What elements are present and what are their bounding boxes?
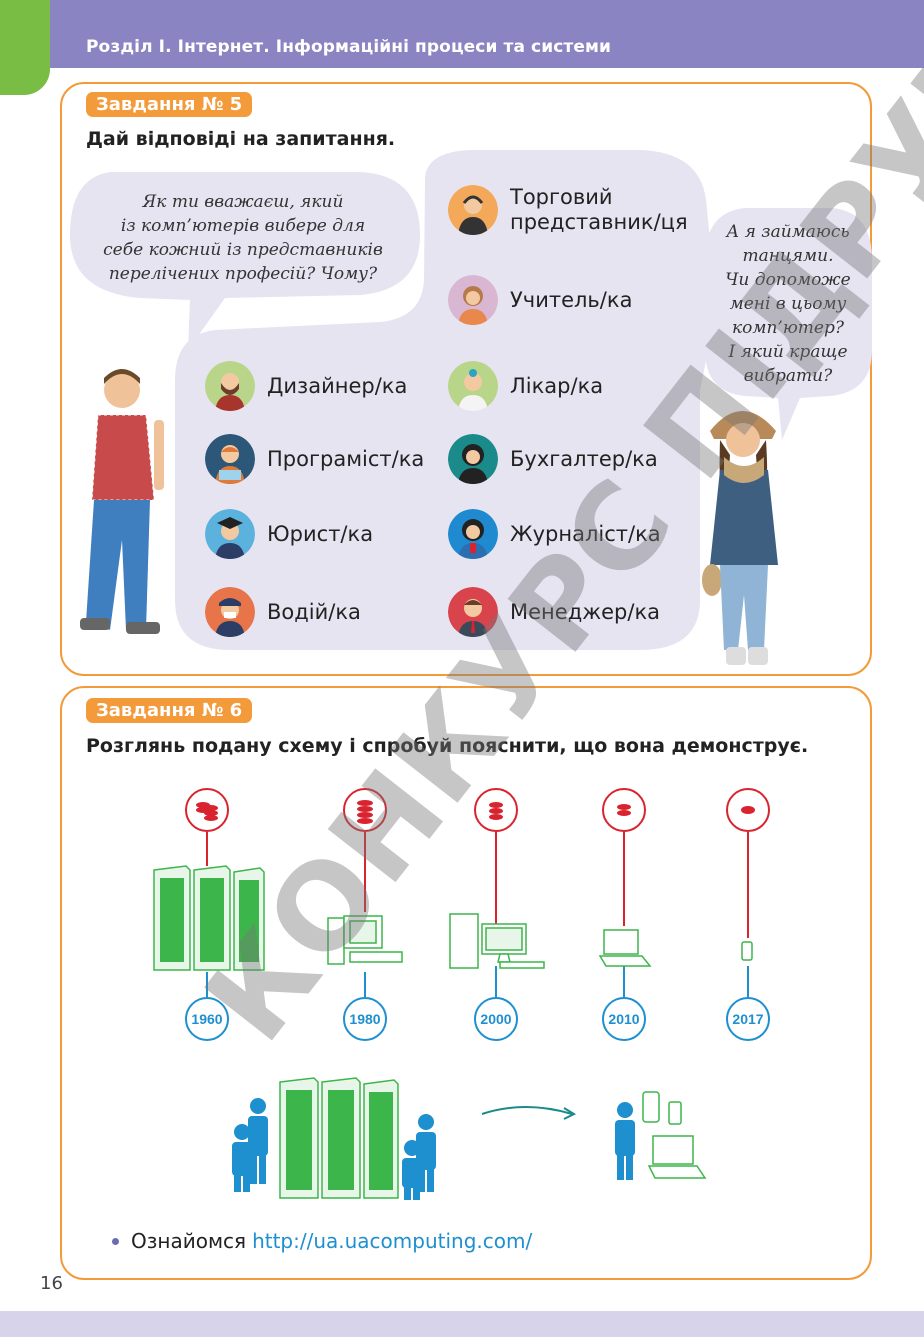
- accountant-avatar-icon: [448, 434, 498, 484]
- boy-bubble-line: Як ти вважаєш, який: [142, 192, 344, 212]
- boy-bubble-line: перелічених професій? Чому?: [108, 264, 378, 284]
- profession-teacher: Учитель/ка: [448, 275, 632, 325]
- storage-disk-icon: [474, 788, 518, 832]
- timeline-red-line: [747, 832, 749, 938]
- task5-label: Завдання № 5: [86, 92, 253, 117]
- profession-manager: Менеджер/ка: [448, 587, 660, 637]
- girl-bubble-line: вибрати?: [743, 366, 833, 386]
- boy-illustration: [80, 369, 164, 634]
- girl-bubble-line: А я займаюсь: [726, 222, 850, 242]
- profession-label: Учитель/ка: [510, 287, 633, 312]
- storage-disk-icon: [343, 788, 387, 832]
- storage-disk-icon: [602, 788, 646, 832]
- storage-disk-icon: [185, 788, 229, 832]
- profession-label: Лікар/ка: [510, 373, 604, 398]
- profession-programmer: Програміст/ка: [205, 434, 424, 484]
- girl-bubble-text: А я займаюсь танцями. Чи допоможе мені в…: [708, 220, 868, 388]
- year-badge: 2010: [602, 997, 646, 1041]
- mainframe-1960-icon: [153, 865, 265, 971]
- task6-instruction: Розглянь подану схему і спробуй пояснити…: [86, 735, 809, 757]
- girl-illustration: [702, 411, 778, 665]
- girl-bubble-line: Чи допоможе: [725, 270, 851, 290]
- task5-instruction: Дай відповіді на запитання.: [86, 128, 396, 150]
- page-number: 16: [40, 1273, 63, 1294]
- read-more-row: Ознайомся http://ua.uacomputing.com/: [112, 1229, 532, 1253]
- profession-lawyer: Юрист/ка: [205, 509, 373, 559]
- page-footer: [0, 1311, 924, 1337]
- year-badge: 2017: [726, 997, 770, 1041]
- timeline-blue-line: [747, 966, 749, 997]
- sales-rep-avatar-icon: [448, 185, 498, 235]
- profession-label: Торговий: [510, 185, 613, 209]
- profession-label: представник/ця: [510, 210, 688, 234]
- profession-label: Юрист/ка: [267, 521, 374, 546]
- lawyer-avatar-icon: [205, 509, 255, 559]
- girl-bubble-line: танцями.: [742, 246, 834, 266]
- manager-avatar-icon: [448, 587, 498, 637]
- girl-bubble-line: мені в цьому: [729, 294, 847, 314]
- doctor-avatar-icon: [448, 361, 498, 411]
- arrow-icon: [481, 1106, 577, 1120]
- driver-avatar-icon: [205, 587, 255, 637]
- professions-cloud: [175, 150, 713, 650]
- boy-bubble-text: Як ти вважаєш, який із комп’ютерів вибер…: [78, 190, 408, 286]
- profession-driver: Водій/ка: [205, 587, 361, 637]
- task6-label: Завдання № 6: [86, 698, 253, 723]
- teacher-avatar-icon: [448, 275, 498, 325]
- journalist-avatar-icon: [448, 509, 498, 559]
- timeline-blue-line: [495, 966, 497, 997]
- boy-bubble-line: із комп’ютерів вибере для: [120, 216, 366, 236]
- profession-label: Менеджер/ка: [510, 599, 661, 624]
- desktop-2000-icon: [449, 913, 545, 969]
- year-badge: 1960: [185, 997, 229, 1041]
- laptop-2010-icon: [598, 929, 652, 967]
- profession-label: Програміст/ка: [267, 446, 425, 471]
- task5-card: [60, 82, 872, 676]
- header-title: Розділ І. Інтернет. Інформаційні процеси…: [86, 37, 611, 57]
- profession-accountant: Бухгалтер/ка: [448, 434, 658, 484]
- profession-label: Водій/ка: [267, 599, 361, 624]
- person-with-devices-icon: [615, 1091, 707, 1180]
- profession-label: Дизайнер/ка: [267, 373, 408, 398]
- smartphone-2017-icon: [741, 941, 753, 961]
- year-badge: 2000: [474, 997, 518, 1041]
- page-header: [0, 0, 924, 68]
- task5-bubbles: [70, 150, 872, 650]
- profession-label: Бухгалтер/ка: [510, 446, 658, 471]
- boy-bubble-line: себе кожний із представників: [103, 240, 383, 260]
- timeline-red-line: [206, 832, 208, 866]
- timeline-blue-line: [623, 966, 625, 997]
- year-badge: 1980: [343, 997, 387, 1041]
- designer-avatar-icon: [205, 361, 255, 411]
- uacomputing-link[interactable]: http://ua.uacomputing.com/: [252, 1229, 533, 1253]
- timeline-blue-line: [364, 972, 366, 997]
- boy-speech-bubble: [70, 172, 420, 350]
- read-more-prefix: Ознайомся: [131, 1229, 247, 1253]
- timeline-blue-line: [206, 972, 208, 997]
- timeline-red-line: [495, 832, 497, 932]
- profession-label: Журналіст/ка: [510, 521, 661, 546]
- timeline-red-line: [623, 832, 625, 926]
- profession-doctor: Лікар/ка: [448, 361, 603, 411]
- task6-card: [60, 686, 872, 1280]
- timeline-red-line: [364, 832, 366, 912]
- girl-bubble-line: І який краще: [728, 342, 848, 362]
- girl-speech-bubble: [705, 208, 872, 440]
- desktop-1980-icon: [327, 915, 403, 965]
- section-tab: [0, 0, 50, 95]
- people-with-mainframe-icon: [232, 1077, 436, 1200]
- storage-disk-icon: [726, 788, 770, 832]
- girl-bubble-line: комп’ютер?: [732, 318, 844, 338]
- bullet-icon: [112, 1237, 119, 1245]
- programmer-avatar-icon: [205, 434, 255, 484]
- profession-journalist: Журналіст/ка: [448, 509, 661, 559]
- profession-designer: Дизайнер/ка: [205, 361, 407, 411]
